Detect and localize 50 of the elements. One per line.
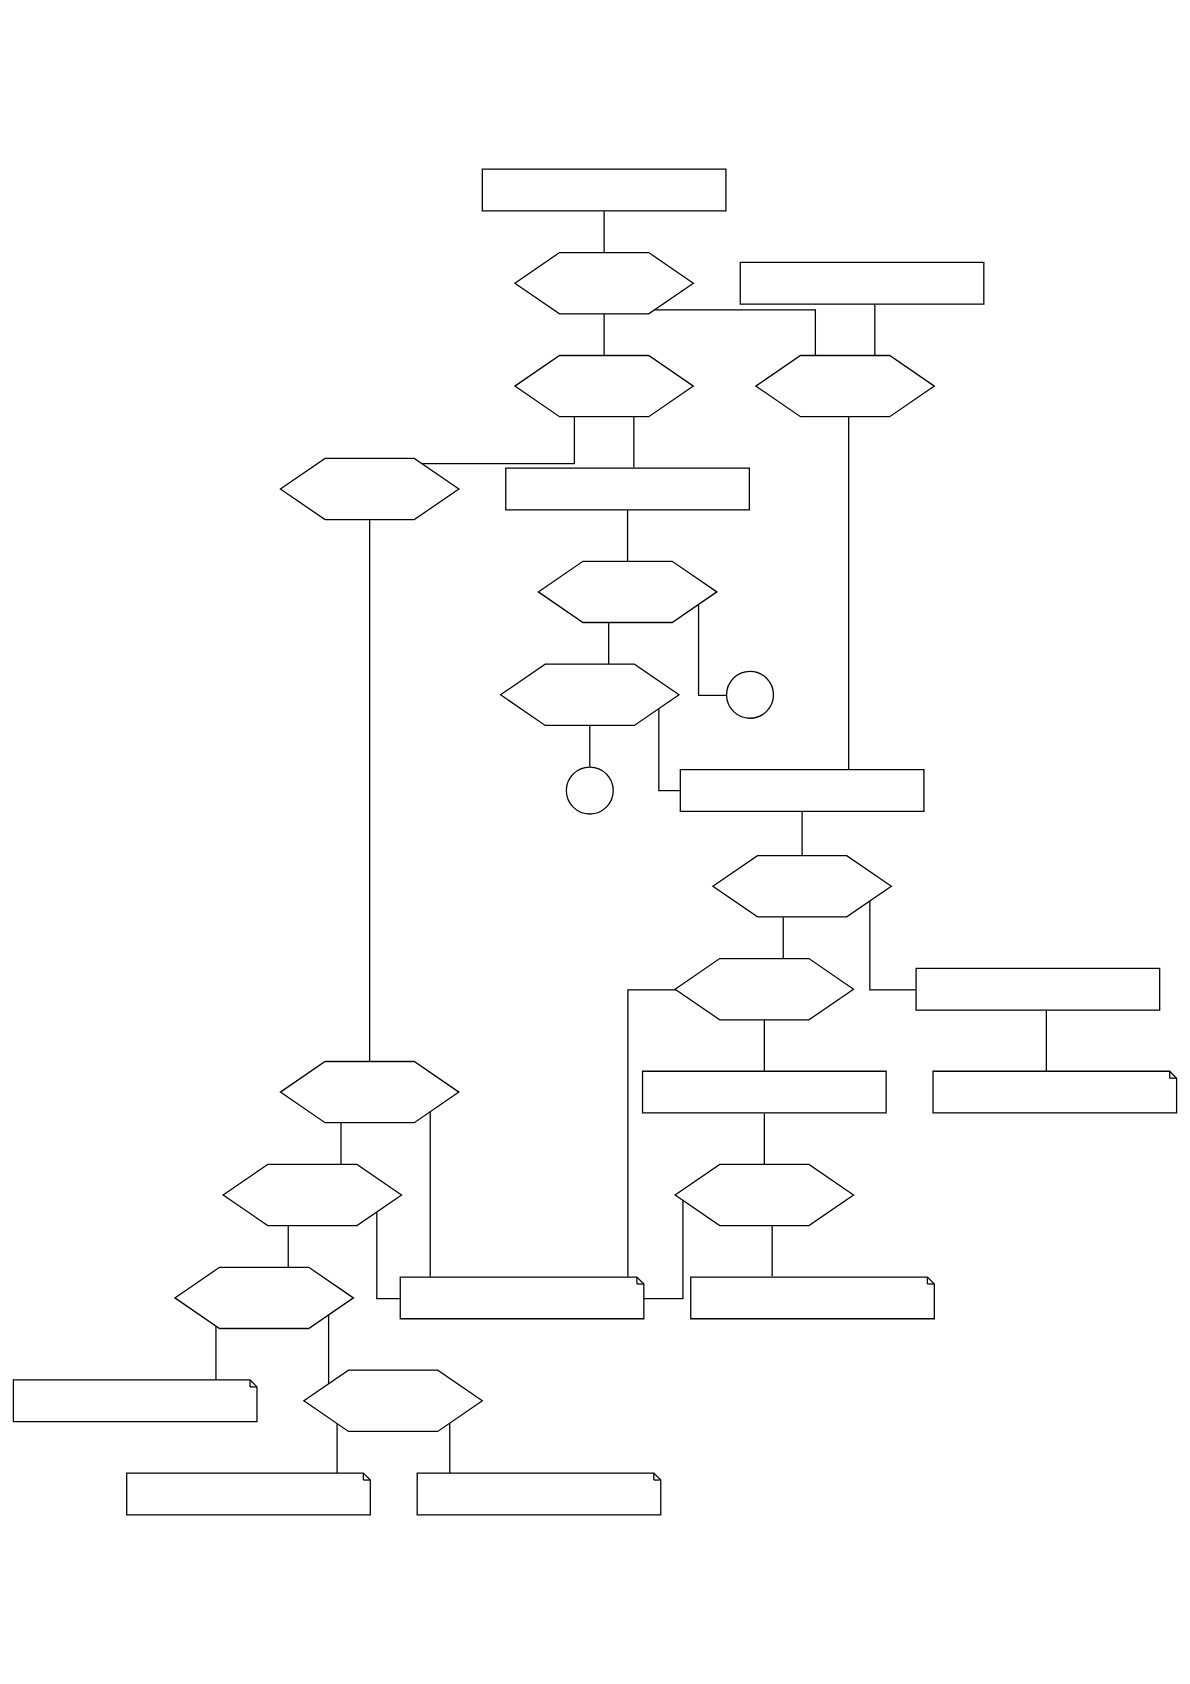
node-hexagon [537, 560, 718, 624]
node-circle [725, 670, 775, 719]
node-circle [565, 766, 614, 815]
node-hexagon [221, 1163, 403, 1227]
connector [287, 1225, 289, 1268]
node-hexagon [754, 354, 936, 418]
node-hexagon [673, 1163, 855, 1227]
node-box [915, 967, 1161, 1011]
connector [603, 313, 605, 356]
node-hexagon [279, 457, 461, 521]
connector [848, 416, 850, 771]
connector [626, 509, 629, 562]
connector [608, 622, 610, 665]
node-hexagon [499, 663, 681, 727]
connector [801, 811, 803, 857]
connector [376, 1211, 401, 1300]
node-box [679, 769, 925, 813]
node-hexagon [513, 251, 695, 315]
connector [421, 416, 576, 465]
connector [429, 1111, 431, 1278]
connector [449, 1422, 451, 1474]
connector [589, 725, 591, 768]
connector [869, 900, 917, 991]
node-box [739, 261, 985, 305]
connector [633, 416, 635, 469]
connector [369, 519, 371, 1063]
connector [782, 916, 784, 959]
node-hexagon [279, 1060, 461, 1124]
connector [336, 1423, 338, 1474]
node-box [481, 168, 727, 212]
connector [627, 989, 677, 1278]
connector [215, 1325, 217, 1381]
node-hexagon [302, 1369, 484, 1433]
connector [643, 1199, 684, 1300]
connector [874, 303, 876, 357]
connector [654, 309, 816, 356]
node-hexagon [513, 354, 695, 418]
node-hexagon [711, 855, 893, 918]
connector [771, 1225, 773, 1278]
node-box [641, 1070, 887, 1114]
connector [1045, 1009, 1047, 1072]
connector [327, 1314, 330, 1385]
node-hexagon [173, 1266, 355, 1330]
node-hexagon [673, 957, 855, 1021]
connector [340, 1122, 342, 1165]
connector [763, 1112, 765, 1165]
connector [603, 210, 605, 253]
connector [763, 1019, 765, 1072]
node-box [505, 467, 750, 511]
connector [697, 603, 727, 697]
